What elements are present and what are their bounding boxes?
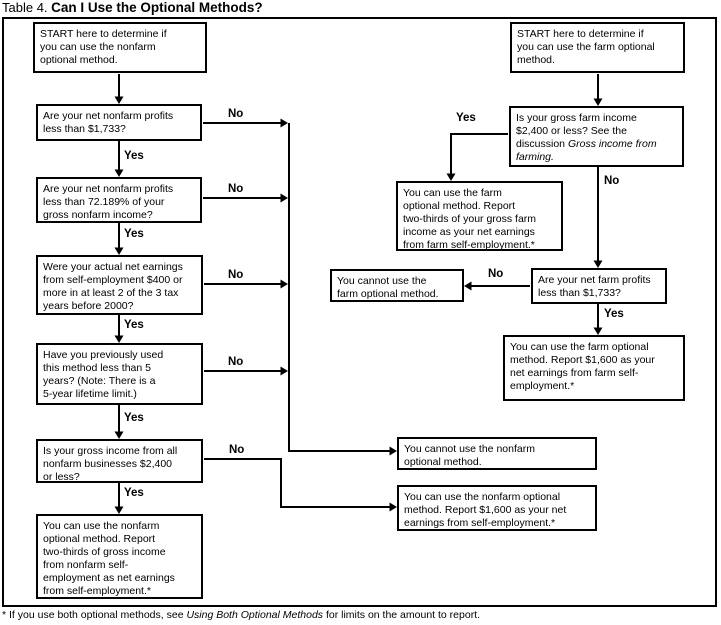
label-no-nonfarm-1733: No [228,108,244,120]
node-q-nonfarm-profits-72pct: Are your net nonfarm profits less than 7… [36,177,202,223]
node-start-farm: START here to determine if you can use t… [510,22,685,73]
node-q-farm-profits-1733: Are your net farm profits less than $1,7… [531,268,667,304]
label-no-used-method: No [228,356,244,368]
label-yes-gross-nonfarm: Yes [124,487,144,499]
label-no-net-earnings: No [228,269,244,281]
label-yes-nonfarm-72pct: Yes [124,228,144,240]
page-title: Table 4. Can I Use the Optional Methods? [2,0,263,15]
node-result-cannot-nonfarm: You cannot use the nonfarm optional meth… [397,437,597,470]
label-yes-gross-farm: Yes [456,112,476,124]
footnote-reference: Using Both Optional Methods [186,609,324,621]
label-no-nonfarm-72pct: No [228,183,244,195]
node-result-farm-1600: You can use the farm optional method. Re… [503,335,685,401]
node-result-nonfarm-1600: You can use the nonfarm optional method.… [397,485,597,531]
node-start-nonfarm: START here to determine if you can use t… [33,22,207,73]
node-q-gross-farm-2400: Is your gross farm income $2,400 or less… [509,106,684,167]
label-yes-net-earnings: Yes [124,319,144,331]
node-q-gross-nonfarm-2400: Is your gross income from all nonfarm bu… [36,439,203,483]
label-yes-farm-1733: Yes [604,308,624,320]
node-q-gross-farm-2400-italic: Gross income from farming. [516,138,657,163]
label-no-gross-nonfarm: No [229,444,245,456]
node-result-farm-two-thirds: You can use the farm optional method. Re… [396,181,563,251]
node-q-used-method-5years: Have you previously used this method les… [36,343,203,405]
label-no-gross-farm: No [604,175,620,187]
table-number: Table 4. [2,0,52,15]
node-q-gross-farm-2400-text: Is your gross farm income $2,400 or less… [516,112,637,150]
label-no-farm-1733: No [488,268,504,280]
footnote-pre: * If you use both optional methods, see [2,609,187,621]
table-title: Can I Use the Optional Methods? [51,0,263,15]
footnote: * If you use both optional methods, see … [2,609,480,621]
label-yes-used-method: Yes [124,412,144,424]
node-result-nonfarm-two-thirds: You can use the nonfarm optional method.… [36,514,203,599]
node-q-nonfarm-profits-1733: Are your net nonfarm profits less than $… [36,104,202,141]
node-q-net-earnings-400: Were your actual net earnings from self-… [36,255,203,315]
label-yes-nonfarm-1733: Yes [124,150,144,162]
node-result-cannot-farm: You cannot use the farm optional method. [330,269,464,302]
footnote-post: for limits on the amount to report. [323,609,481,621]
